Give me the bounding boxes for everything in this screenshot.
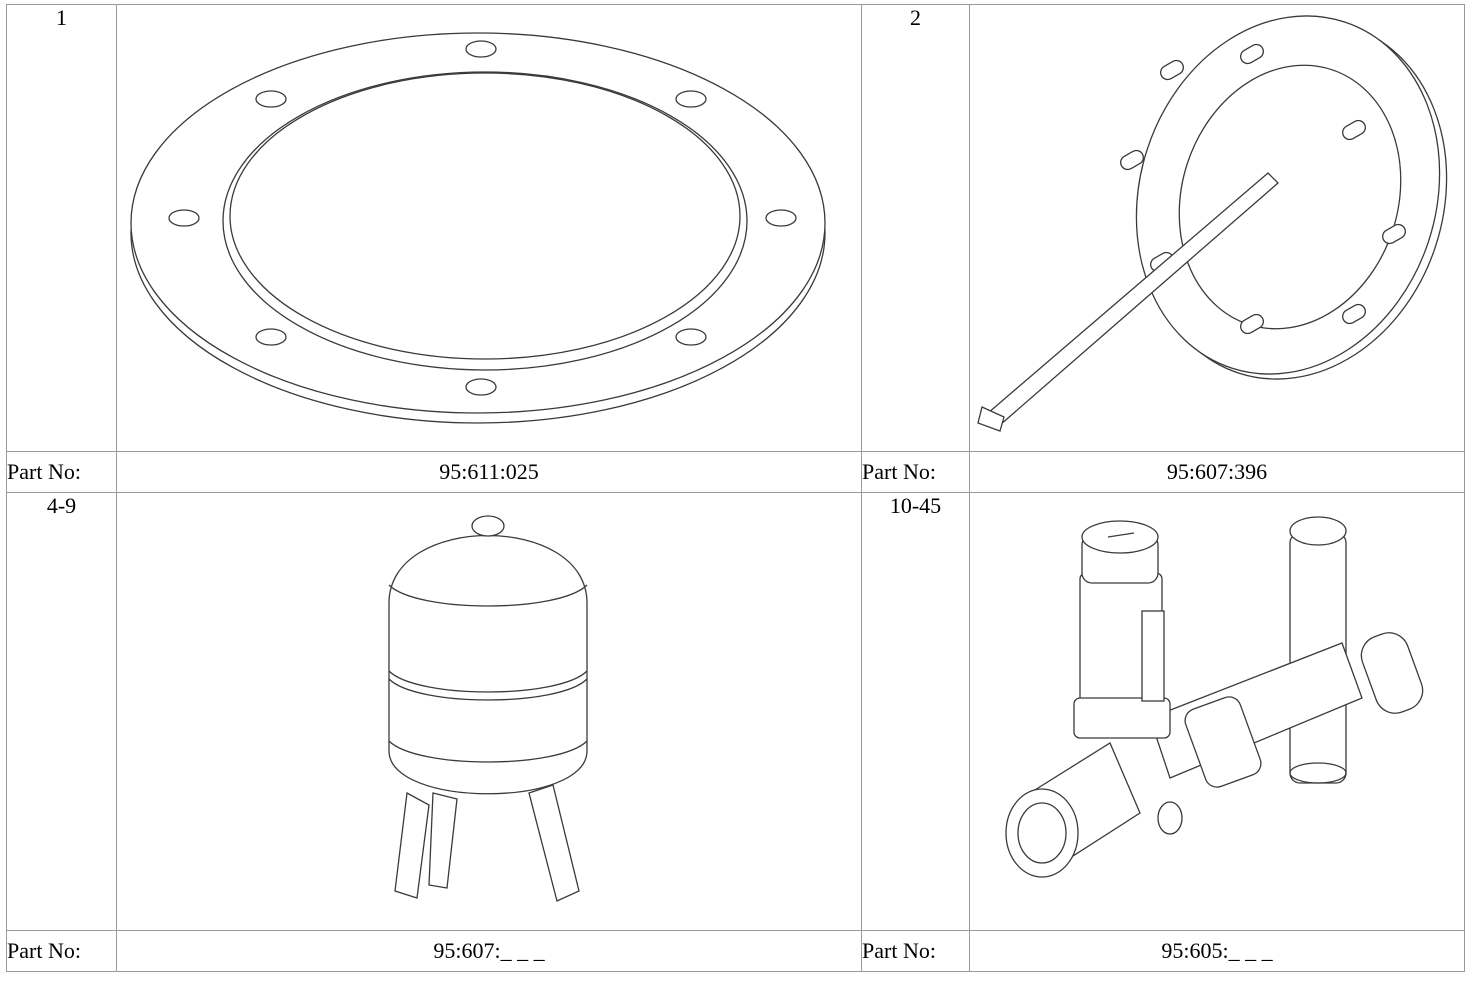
part-image-cell [116, 492, 862, 931]
part-index-cell: 1 [6, 4, 117, 452]
part-image-cell [116, 4, 862, 452]
part-no-label: Part No: [861, 930, 970, 972]
part-no-value: 95:607:_ _ _ [116, 930, 862, 972]
part-no-label: Part No: [861, 451, 970, 493]
part-index-cell: 4-9 [6, 492, 117, 931]
part-image-cell [969, 492, 1465, 931]
bolt-hole-icon [168, 40, 797, 396]
flange-gasket-icon [130, 32, 826, 424]
parts-row-bottom: 4-9 10-45 [6, 492, 1465, 931]
immersion-flange-probe-icon [977, 15, 1448, 432]
part-image-cell [969, 4, 1465, 452]
expansion-vessel-icon [388, 515, 588, 902]
stud-icon [1120, 43, 1406, 335]
part-no-value: 95:611:025 [116, 451, 862, 493]
part-number-row: Part No: 95:607:_ _ _ Part No: 95:605:_ … [6, 930, 1465, 972]
part-no-value: 95:607:396 [969, 451, 1465, 493]
part-no-label: Part No: [6, 930, 117, 972]
part-no-label: Part No: [6, 451, 117, 493]
part-no-value: 95:605:_ _ _ [969, 930, 1465, 972]
parts-table: 1 2 [6, 4, 1465, 972]
part-index-cell: 2 [861, 4, 970, 452]
part-index-cell: 10-45 [861, 492, 970, 931]
valve-assembly-icon [1005, 516, 1424, 878]
part-number-row: Part No: 95:611:025 Part No: 95:607:396 [6, 451, 1465, 493]
parts-row-top: 1 2 [6, 4, 1465, 452]
